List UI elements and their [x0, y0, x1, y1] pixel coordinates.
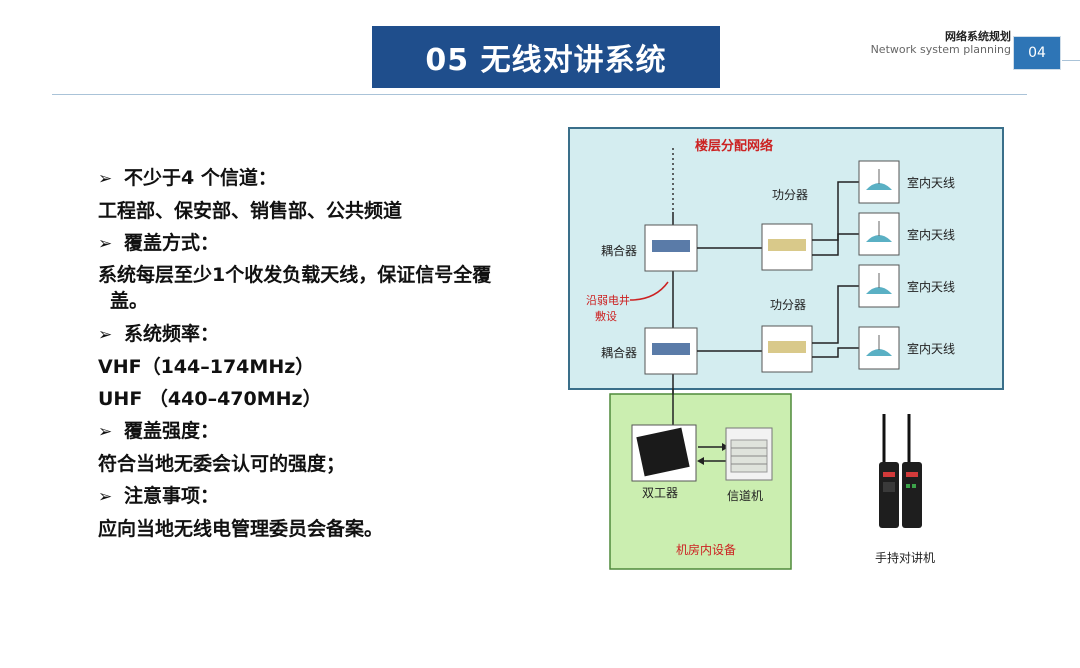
link-splitter2-antenna3 [812, 285, 859, 344]
bullet-heading: ➢ 注意事项： [98, 480, 558, 513]
shaft-note-line2: 敷设 [595, 309, 617, 323]
antenna-1-label: 室内天线 [907, 175, 955, 190]
bullet-arrow-icon: ➢ [98, 422, 113, 442]
handheld-label: 手持对讲机 [875, 550, 935, 565]
link-splitter2-antenna4 [812, 347, 859, 358]
body-text: 应向当地无线电管理委员会备案。 [98, 518, 384, 540]
arrow-head-left [697, 457, 704, 465]
link-splitter1-antenna1 [812, 181, 859, 241]
body-text: 工程部、保安部、销售部、公共频道 [98, 200, 403, 222]
body-text: 系统每层至少1个收发负载天线，保证信号全覆盖。 [98, 262, 558, 314]
shaft-note-pointer [629, 281, 669, 301]
bullet-text: 系统频率： [124, 323, 220, 345]
coupler-1-body [652, 240, 690, 252]
antenna-3 [858, 264, 900, 308]
bullet-arrow-icon: ➢ [98, 325, 113, 345]
bullet-text: 不少于4 个信道： [124, 167, 277, 189]
splitter-1-body [768, 239, 806, 251]
coupler-1-label: 耦合器 [601, 243, 637, 258]
slide-title: 05 无线对讲系统 [372, 26, 720, 88]
body-text: VHF（144–174MHz） [98, 356, 315, 378]
bullet-arrow-icon: ➢ [98, 169, 113, 189]
body-text-line: 系统每层至少1个收发负载天线，保证信号全覆 [98, 264, 492, 286]
bullet-heading: ➢ 不少于4 个信道： [98, 162, 558, 195]
section-title-cn: 网络系统规划 [945, 30, 1011, 43]
bullet-heading: ➢ 覆盖强度： [98, 415, 558, 448]
duplexer [631, 424, 697, 482]
body-text: 符合当地无委会认可的强度； [98, 453, 346, 475]
antenna-4-label: 室内天线 [907, 341, 955, 356]
antenna-2-label: 室内天线 [907, 227, 955, 242]
duplexer-label: 双工器 [642, 486, 678, 500]
bullet-heading: ➢ 覆盖方式： [98, 227, 558, 260]
floor-network-label: 楼层分配网络 [695, 138, 773, 154]
section-title-en: Network system planning [870, 43, 1011, 56]
body-text-line: 盖。 [110, 290, 149, 312]
antenna-2 [858, 212, 900, 256]
repeater [725, 427, 773, 481]
antenna-3-label: 室内天线 [907, 279, 955, 294]
shaft-note-line1: 沿弱电井 [586, 293, 630, 307]
header-divider-right [1062, 60, 1080, 61]
page-number: 04 [1014, 37, 1060, 69]
machine-room-label: 机房内设备 [676, 542, 736, 557]
splitter-2-label: 功分器 [770, 298, 806, 312]
bullet-arrow-icon: ➢ [98, 487, 113, 507]
splitter-2-body [768, 341, 806, 353]
handheld-radio-1 [879, 414, 899, 528]
coupler-2-label: 耦合器 [601, 345, 637, 360]
repeater-label: 信道机 [727, 489, 763, 503]
header-divider [52, 94, 1027, 95]
bullet-text: 覆盖强度： [124, 420, 220, 442]
link-splitter1-antenna2 [812, 233, 859, 256]
antenna-1 [858, 160, 900, 204]
body-text: UHF （440–470MHz） [98, 388, 322, 410]
handheld-radio-2 [902, 414, 922, 528]
bullet-text: 注意事项： [124, 485, 220, 507]
bullet-text: 覆盖方式： [124, 232, 220, 254]
splitter-1-label: 功分器 [772, 188, 808, 202]
coupler-2-body [652, 343, 690, 355]
bullet-arrow-icon: ➢ [98, 234, 113, 254]
bullet-heading: ➢ 系统频率： [98, 318, 558, 351]
content-text: ➢ 不少于4 个信道： 工程部、保安部、销售部、公共频道 ➢ 覆盖方式： 系统每层至少1个… [98, 162, 558, 545]
antenna-4 [858, 326, 900, 370]
